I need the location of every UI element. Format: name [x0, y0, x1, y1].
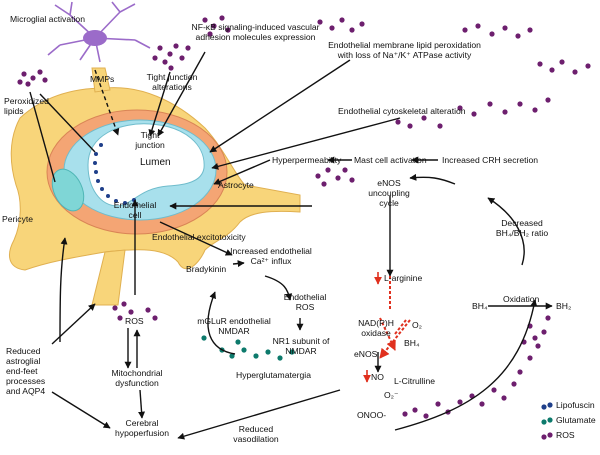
- enos-uncoupling-label: eNOS uncoupling cycle: [368, 178, 410, 208]
- cerebral-hypoperfusion-label: Cerebral hypoperfusion: [115, 418, 169, 438]
- legend-label: Glutamate: [556, 415, 596, 425]
- legend-label: Lipofuscin: [556, 400, 595, 410]
- legend: Lipofuscin Glutamate ROS: [540, 400, 600, 450]
- tight-junction-label: Tight junction: [135, 130, 165, 150]
- tight-junction-alterations-label: Tight junction alterations: [146, 72, 198, 92]
- astrocyte-endfoot: [91, 249, 126, 306]
- nr1-label: NR1 subunit of NMDAR: [272, 336, 330, 356]
- reduced-astroglial-label: Reduced astroglial end-feet processes an…: [6, 346, 46, 396]
- increased-ca-label: Increased endothelial Ca²⁺ influx: [230, 246, 312, 266]
- bh2-label: BH₂: [556, 301, 572, 311]
- ros-label: ROS: [125, 316, 144, 326]
- mitochondrial-label: Mitochondrial dysfunction: [111, 368, 163, 388]
- red-indicators: [363, 272, 382, 383]
- endothelial-cell-label: Endothelial cell: [113, 200, 157, 220]
- vessel-lumen: [87, 123, 205, 207]
- mast-cell-activation-label: Mast cell activation: [354, 155, 427, 165]
- microglial-activation-label: Microglial activation: [10, 14, 85, 24]
- onoo-label: ONOO-: [357, 410, 387, 420]
- bh4-label: BH₄: [472, 301, 488, 311]
- o2-bottom-label: O₂⁻: [384, 390, 399, 400]
- hyperpermeability-label: Hyperpermeability: [272, 155, 342, 165]
- astrocyte-label: Astrocyte: [218, 180, 254, 190]
- no-label: NO: [371, 372, 384, 382]
- hyperglutamatergia-label: Hyperglutamatergia: [236, 370, 311, 380]
- oxidation-label: Oxidation: [503, 294, 540, 304]
- microglia-cell: [47, 1, 151, 63]
- decreased-bh4-label: Decreased BH₄/BH₂ ratio: [495, 218, 549, 238]
- red-arrows: [379, 276, 411, 359]
- nfkb-label: NF-κB signaling-induced vascular adhesio…: [191, 22, 320, 42]
- bh4-small-label: BH₄: [404, 338, 420, 348]
- arrows: [29, 51, 553, 440]
- l-arginine-label: L-arginine: [384, 273, 423, 283]
- enos-label: eNOS: [354, 349, 378, 359]
- increased-crh-label: Increased CRH secretion: [442, 155, 539, 165]
- o2-top-label: O₂: [412, 320, 423, 330]
- ros-clusters: [17, 15, 591, 419]
- legend-item-lipofuscin: Lipofuscin: [540, 400, 595, 418]
- mmps-label: MMPs: [90, 74, 115, 84]
- lumen-label: Lumen: [140, 157, 171, 168]
- l-citrulline-label: L-Citrulline: [394, 376, 436, 386]
- legend-item-ros: ROS: [540, 430, 575, 448]
- endothelial-excitotoxicity-label: Endothelial excitotoxicity: [152, 232, 246, 242]
- glutamate-swatch: [541, 417, 553, 425]
- reduced-vasodilation-label: Reduced vasodilation: [233, 424, 279, 444]
- endothelial-ros-label: Endothelial ROS: [283, 292, 327, 312]
- pericyte-label: Pericyte: [2, 214, 34, 224]
- legend-label: ROS: [556, 430, 575, 440]
- astrocyte-process-top: [91, 67, 111, 93]
- ros-swatch: [541, 432, 553, 440]
- endothelial-membrane-label: Endothelial membrane lipid peroxidation …: [328, 40, 481, 60]
- pericyte-shape: [51, 168, 85, 212]
- peroxidized-lipids-label: Peroxidized lipids: [4, 96, 49, 116]
- legend-item-glutamate: Glutamate: [540, 415, 596, 433]
- bradykinin-label: Bradykinin: [186, 264, 227, 274]
- nadph-label: NAD(P)H oxidase: [358, 318, 394, 338]
- mglur-label: mGLuR endothelial NMDAR: [197, 316, 271, 336]
- lipofuscin-swatch: [541, 402, 553, 410]
- endothelial-cytoskeletal-label: Endothelial cytoskeletal alteration: [338, 106, 466, 116]
